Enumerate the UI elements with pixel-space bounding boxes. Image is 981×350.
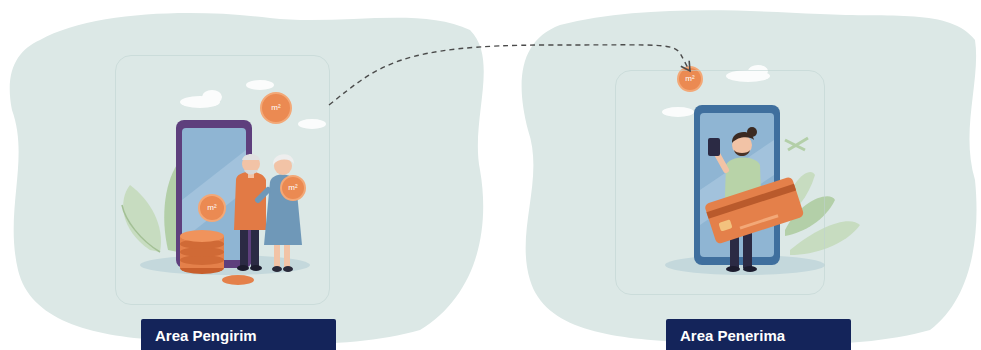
coin xyxy=(261,93,291,123)
elderly-man xyxy=(234,154,266,271)
area-label: Area Penerima xyxy=(666,319,851,350)
coin xyxy=(199,195,225,221)
dashed-transfer-arrow xyxy=(329,45,690,105)
coin-unit-text: m² xyxy=(264,103,288,113)
coin xyxy=(281,176,305,200)
coin-unit-text: m² xyxy=(678,74,702,84)
area-card: Area Penerima xyxy=(615,70,825,295)
area-card: Area Pengirim xyxy=(115,55,330,305)
elderly-woman xyxy=(258,154,302,272)
coin-unit-text: m² xyxy=(281,183,305,193)
receiver-person xyxy=(704,127,804,272)
coin-unit-text: m² xyxy=(200,203,224,213)
area-label: Area Pengirim xyxy=(141,319,336,350)
cloud xyxy=(180,65,770,129)
sender-area-blob xyxy=(10,13,484,344)
receiver-area-blob xyxy=(522,10,977,344)
